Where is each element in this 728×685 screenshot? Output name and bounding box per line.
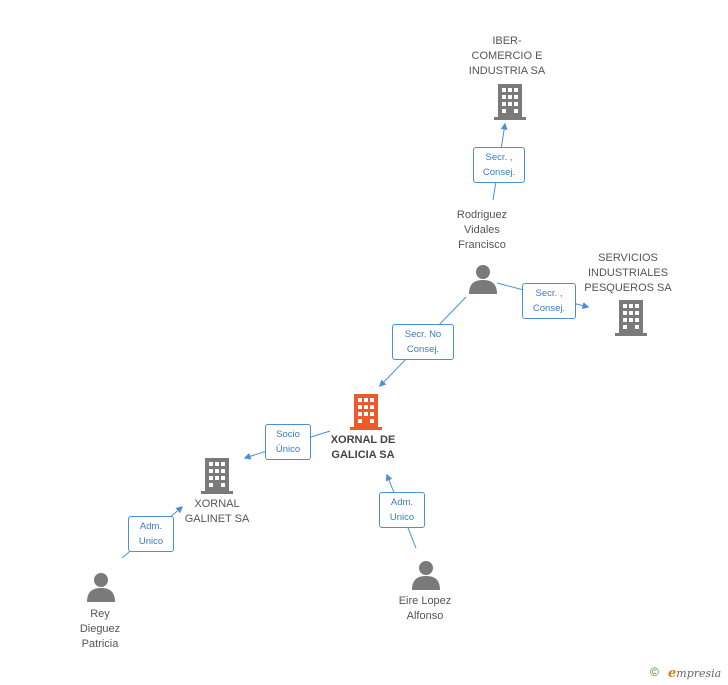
brand-name: mpresia [676, 667, 722, 680]
node-label-line: XORNAL DE [330, 434, 396, 446]
person-icon[interactable] [412, 560, 440, 590]
node-label-line: Rey [90, 608, 110, 620]
brand-initial: e [668, 666, 677, 681]
edge-label-line: Secr. , [485, 152, 513, 163]
copyright-symbol: © [650, 665, 659, 679]
building-icon[interactable] [201, 458, 233, 494]
node-label-line: XORNAL [194, 498, 240, 510]
brand-logo[interactable]: empresia [668, 666, 721, 681]
node-label-line: Rodriguez [456, 209, 508, 221]
node-label-line: COMERCIO E [471, 50, 543, 62]
node-label-line: GALICIA SA [331, 449, 395, 461]
node-label-line: PESQUEROS SA [584, 282, 672, 294]
edge-label-line: Consej. [406, 344, 440, 355]
person-icon[interactable] [87, 572, 115, 602]
edge-label-line: Socio [276, 429, 300, 440]
node-label-iber[interactable]: IBER- COMERCIO E INDUSTRIA SA [457, 34, 557, 79]
building-icon[interactable] [615, 300, 647, 336]
node-label-line: INDUSTRIALES [587, 267, 669, 279]
edge-label-line: Unico [389, 512, 415, 523]
node-label-line: Dieguez [79, 623, 121, 635]
node-label-line: IBER- [492, 35, 522, 47]
building-icon[interactable] [494, 84, 526, 120]
edge-label-rodriguez-servicios: Secr. , Consej. [522, 283, 576, 319]
edge-label-rodriguez-xornal: Secr. No Consej. [392, 324, 454, 360]
building-icon[interactable] [350, 394, 382, 430]
edge-label-xornal-galinet: Socio Único [265, 424, 311, 460]
node-label-eire[interactable]: Eire Lopez Alfonso [380, 594, 470, 624]
edge-label-line: Consej. [482, 167, 516, 178]
edge-label-line: Consej. [532, 303, 566, 314]
edge-label-line: Secr. , [535, 288, 563, 299]
node-label-rodriguez[interactable]: Rodriguez Vidales Francisco [432, 208, 532, 253]
node-label-servicios[interactable]: SERVICIOS INDUSTRIALES PESQUEROS SA [577, 251, 679, 296]
edge-label-rey-galinet: Adm. Unico [128, 516, 174, 552]
node-label-line: Alfonso [406, 610, 444, 622]
person-icon[interactable] [469, 264, 497, 294]
edge-label-line: Unico [138, 536, 164, 547]
edge-label-line: Adm. [390, 497, 414, 508]
edge-label-line: Adm. [139, 521, 163, 532]
node-label-line: Patricia [81, 638, 119, 650]
node-label-xornal-galicia[interactable]: XORNAL DE GALICIA SA [316, 433, 410, 463]
edge-label-line: Único [275, 444, 301, 455]
node-label-line: Eire Lopez [398, 595, 452, 607]
node-label-line: INDUSTRIA SA [468, 65, 546, 77]
node-label-rey[interactable]: Rey Dieguez Patricia [60, 607, 140, 652]
node-label-line: GALINET SA [184, 513, 250, 525]
node-label-line: Vidales [464, 224, 500, 236]
edge-label-eire-xornal: Adm. Unico [379, 492, 425, 528]
node-label-line: SERVICIOS [598, 252, 658, 264]
edge-label-rodriguez-iber: Secr. , Consej. [473, 147, 525, 183]
node-label-line: Francisco [458, 239, 506, 251]
node-label-xornal-galinet[interactable]: XORNAL GALINET SA [172, 497, 262, 527]
edge-label-line: Secr. No [404, 329, 442, 340]
